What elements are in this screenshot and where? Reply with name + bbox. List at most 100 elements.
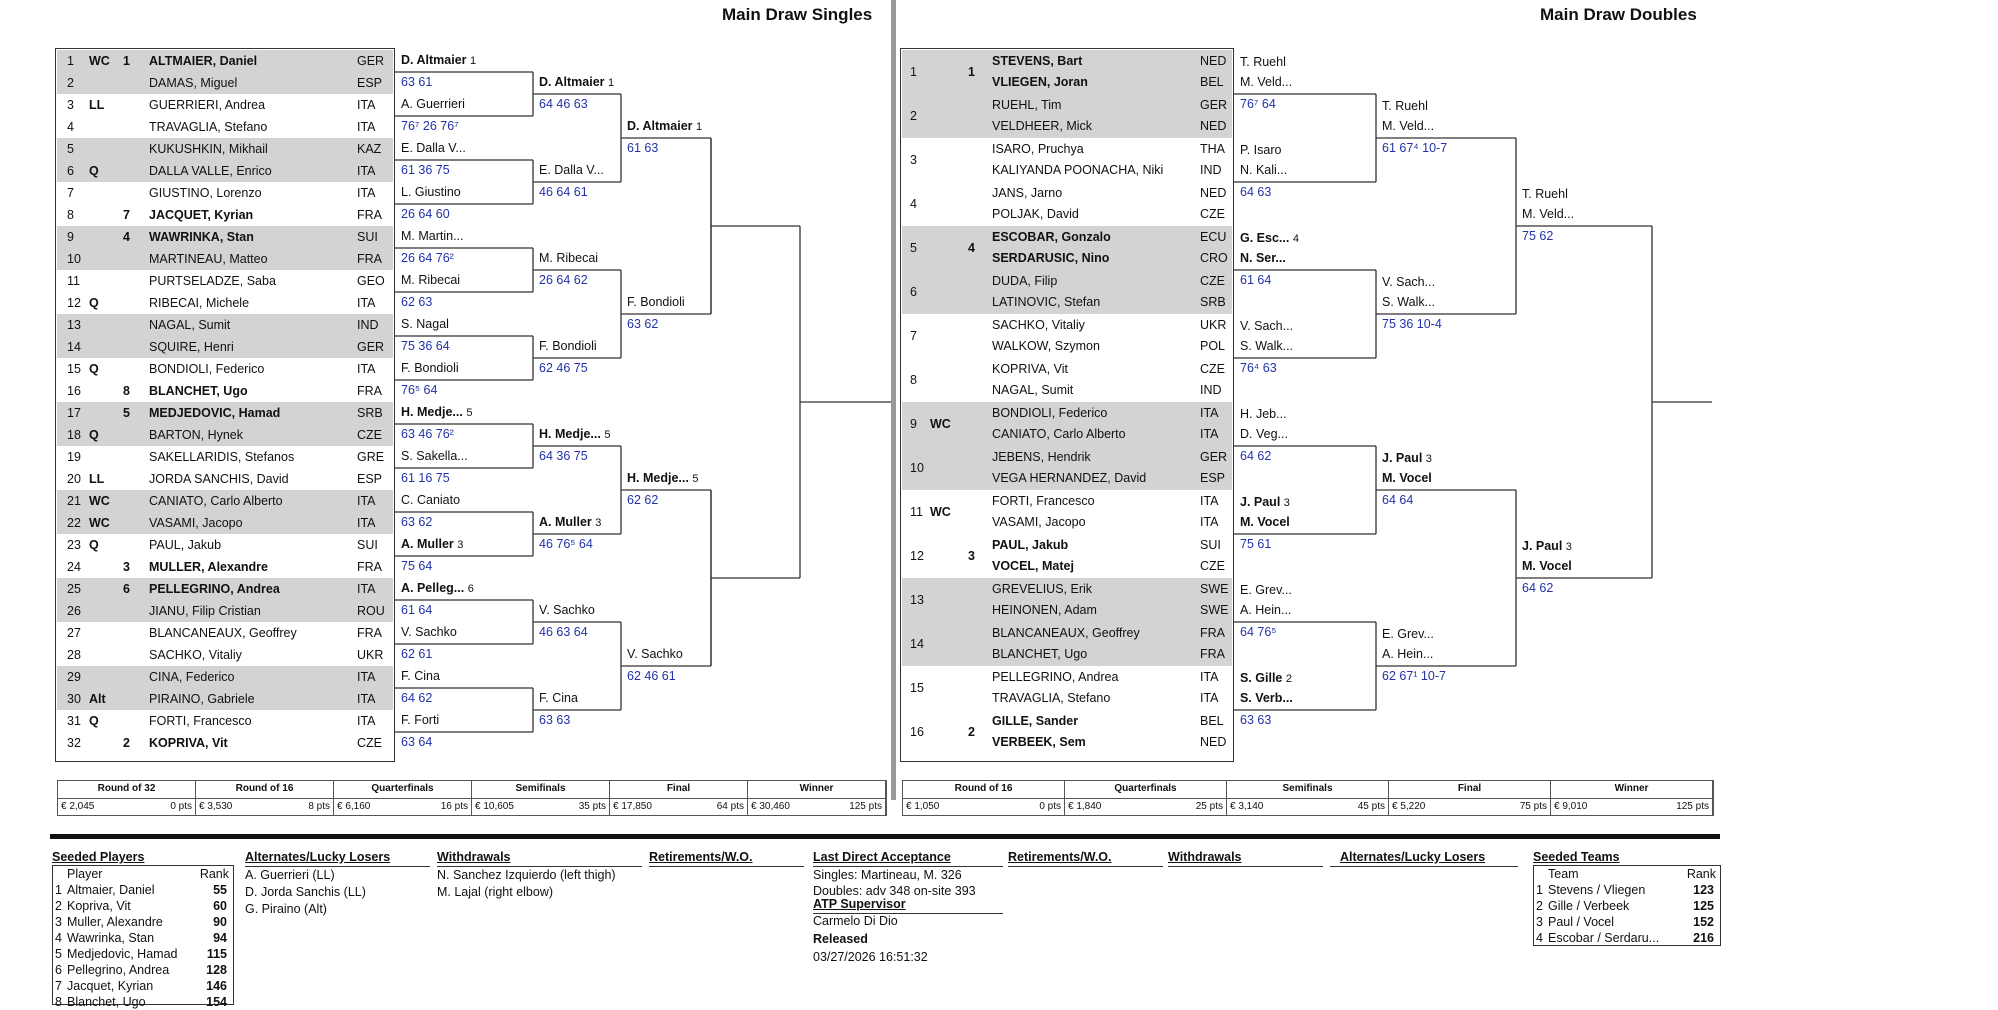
last-direct-acceptance-title: Last Direct Acceptance bbox=[813, 850, 951, 864]
alternate-item: A. Guerrieri (LL) bbox=[245, 868, 335, 882]
withdrawal-item: M. Lajal (right elbow) bbox=[437, 885, 554, 899]
winner-name: S. Verb... bbox=[1240, 691, 1293, 705]
winner-seed: 5 bbox=[604, 429, 611, 441]
stage-name: Semifinals bbox=[472, 781, 610, 798]
singles-sf-winner: F. Bondioli bbox=[627, 294, 709, 310]
singles-r16-winner: M. Ribecai bbox=[401, 272, 531, 288]
winner-name: M. Ribecai bbox=[539, 251, 599, 265]
singles-r16-winner: S. Nagal bbox=[401, 316, 531, 332]
singles-r16-winner: A. Muller 3 bbox=[401, 536, 531, 553]
doubles-sf-score: 64 64 bbox=[1382, 493, 1414, 507]
player-rank: 146 bbox=[206, 979, 227, 993]
stage-prize: € 3,530 8 pts bbox=[196, 798, 334, 815]
doubles-qf-winner-one: G. Esc... 4 bbox=[1240, 230, 1374, 247]
singles-r16-score: 26 64 76² bbox=[401, 251, 454, 265]
player-name: Medjedovic, Hamad bbox=[67, 947, 178, 961]
winner-seed: 3 bbox=[1425, 453, 1432, 465]
seed-number: 1 bbox=[55, 883, 62, 897]
doubles-qf-score: 64 76⁵ bbox=[1240, 625, 1277, 639]
doubles-sf-score: 75 36 10-4 bbox=[1382, 317, 1442, 331]
doubles-qf-winner-one: H. Jeb... bbox=[1240, 406, 1374, 422]
doubles-f-winner-two: M. Veld... bbox=[1522, 206, 1650, 222]
doubles-retirements-title: Retirements/W.O. bbox=[1008, 850, 1112, 864]
team-name: Paul / Vocel bbox=[1548, 915, 1615, 929]
singles-r16-winner: A. Pelleg... 6 bbox=[401, 580, 531, 597]
lda-doubles: Doubles: adv 348 on-site 393 bbox=[813, 884, 976, 898]
ranking-points: 64 pts bbox=[716, 801, 744, 812]
singles-qf-score: 63 63 bbox=[539, 713, 571, 727]
winner-name: F. Cina bbox=[539, 691, 578, 705]
prize-money: € 6,160 bbox=[337, 801, 371, 812]
team-rank: 152 bbox=[1693, 915, 1714, 929]
winner-name: H. Medje... bbox=[401, 405, 463, 419]
prize-money: € 30,460 bbox=[751, 801, 790, 812]
seeded-teams-title: Seeded Teams bbox=[1533, 850, 1620, 864]
underline bbox=[1330, 866, 1518, 867]
singles-qf-winner: F. Cina bbox=[539, 690, 619, 706]
singles-r16-score: 62 61 bbox=[401, 647, 433, 661]
winner-seed: 3 bbox=[595, 517, 602, 529]
doubles-qf-winner-two: S. Verb... bbox=[1240, 690, 1374, 706]
seed-number: 7 bbox=[55, 979, 62, 993]
player-name: Blanchet, Ugo bbox=[67, 995, 146, 1009]
player-rank: 90 bbox=[213, 915, 227, 929]
supervisor-title: ATP Supervisor bbox=[813, 897, 906, 911]
seed-number: 1 bbox=[1536, 883, 1543, 897]
retirements-title: Retirements/W.O. bbox=[649, 850, 753, 864]
doubles-sf-winner-one: J. Paul 3 bbox=[1382, 450, 1514, 467]
singles-qf-winner: H. Medje... 5 bbox=[539, 426, 619, 443]
doubles-withdrawals-title: Withdrawals bbox=[1168, 850, 1242, 864]
doubles-qf-score: 64 62 bbox=[1240, 449, 1272, 463]
doubles-qf-winner-one: E. Grev... bbox=[1240, 582, 1374, 598]
singles-r16-winner: L. Giustino bbox=[401, 184, 531, 200]
winner-name: V. Sach... bbox=[1240, 319, 1294, 333]
singles-r16-score: 26 64 60 bbox=[401, 207, 450, 221]
doubles-r16-box bbox=[900, 48, 1234, 762]
singles-qf-winner: V. Sachko bbox=[539, 602, 619, 618]
winner-name: M. Veld... bbox=[1382, 119, 1435, 133]
winner-name: A. Muller bbox=[401, 537, 454, 551]
player-name: Jacquet, Kyrian bbox=[67, 979, 154, 993]
underline bbox=[245, 866, 430, 867]
ranking-points: 35 pts bbox=[578, 801, 606, 812]
ranking-points: 8 pts bbox=[308, 801, 330, 812]
singles-qf-score: 62 46 75 bbox=[539, 361, 588, 375]
prize-money: € 5,220 bbox=[1392, 801, 1426, 812]
singles-r16-score: 76⁷ 26 76⁷ bbox=[401, 119, 459, 133]
winner-seed: 1 bbox=[470, 55, 477, 67]
singles-r16-score: 63 61 bbox=[401, 75, 433, 89]
doubles-sf-winner-two: A. Hein... bbox=[1382, 646, 1514, 662]
winner-name: M. Vocel bbox=[1240, 515, 1290, 529]
winner-name: V. Sachko bbox=[627, 647, 683, 661]
stage-name: Winner bbox=[748, 781, 886, 798]
ranking-points: 45 pts bbox=[1357, 801, 1385, 812]
stage-name: Final bbox=[1389, 781, 1551, 798]
singles-r16-winner: D. Altmaier 1 bbox=[401, 52, 531, 69]
doubles-qf-score: 76⁷ 64 bbox=[1240, 97, 1276, 111]
doubles-sf-winner-one: E. Grev... bbox=[1382, 626, 1514, 642]
doubles-qf-winner-two: S. Walk... bbox=[1240, 338, 1374, 354]
winner-name: A. Muller bbox=[539, 515, 592, 529]
column-rank: Rank bbox=[1686, 867, 1716, 881]
winner-name: N. Ser... bbox=[1240, 251, 1286, 265]
prize-money: € 3,530 bbox=[199, 801, 233, 812]
underline bbox=[1168, 866, 1323, 867]
doubles-sf-winner-two: M. Vocel bbox=[1382, 470, 1514, 486]
